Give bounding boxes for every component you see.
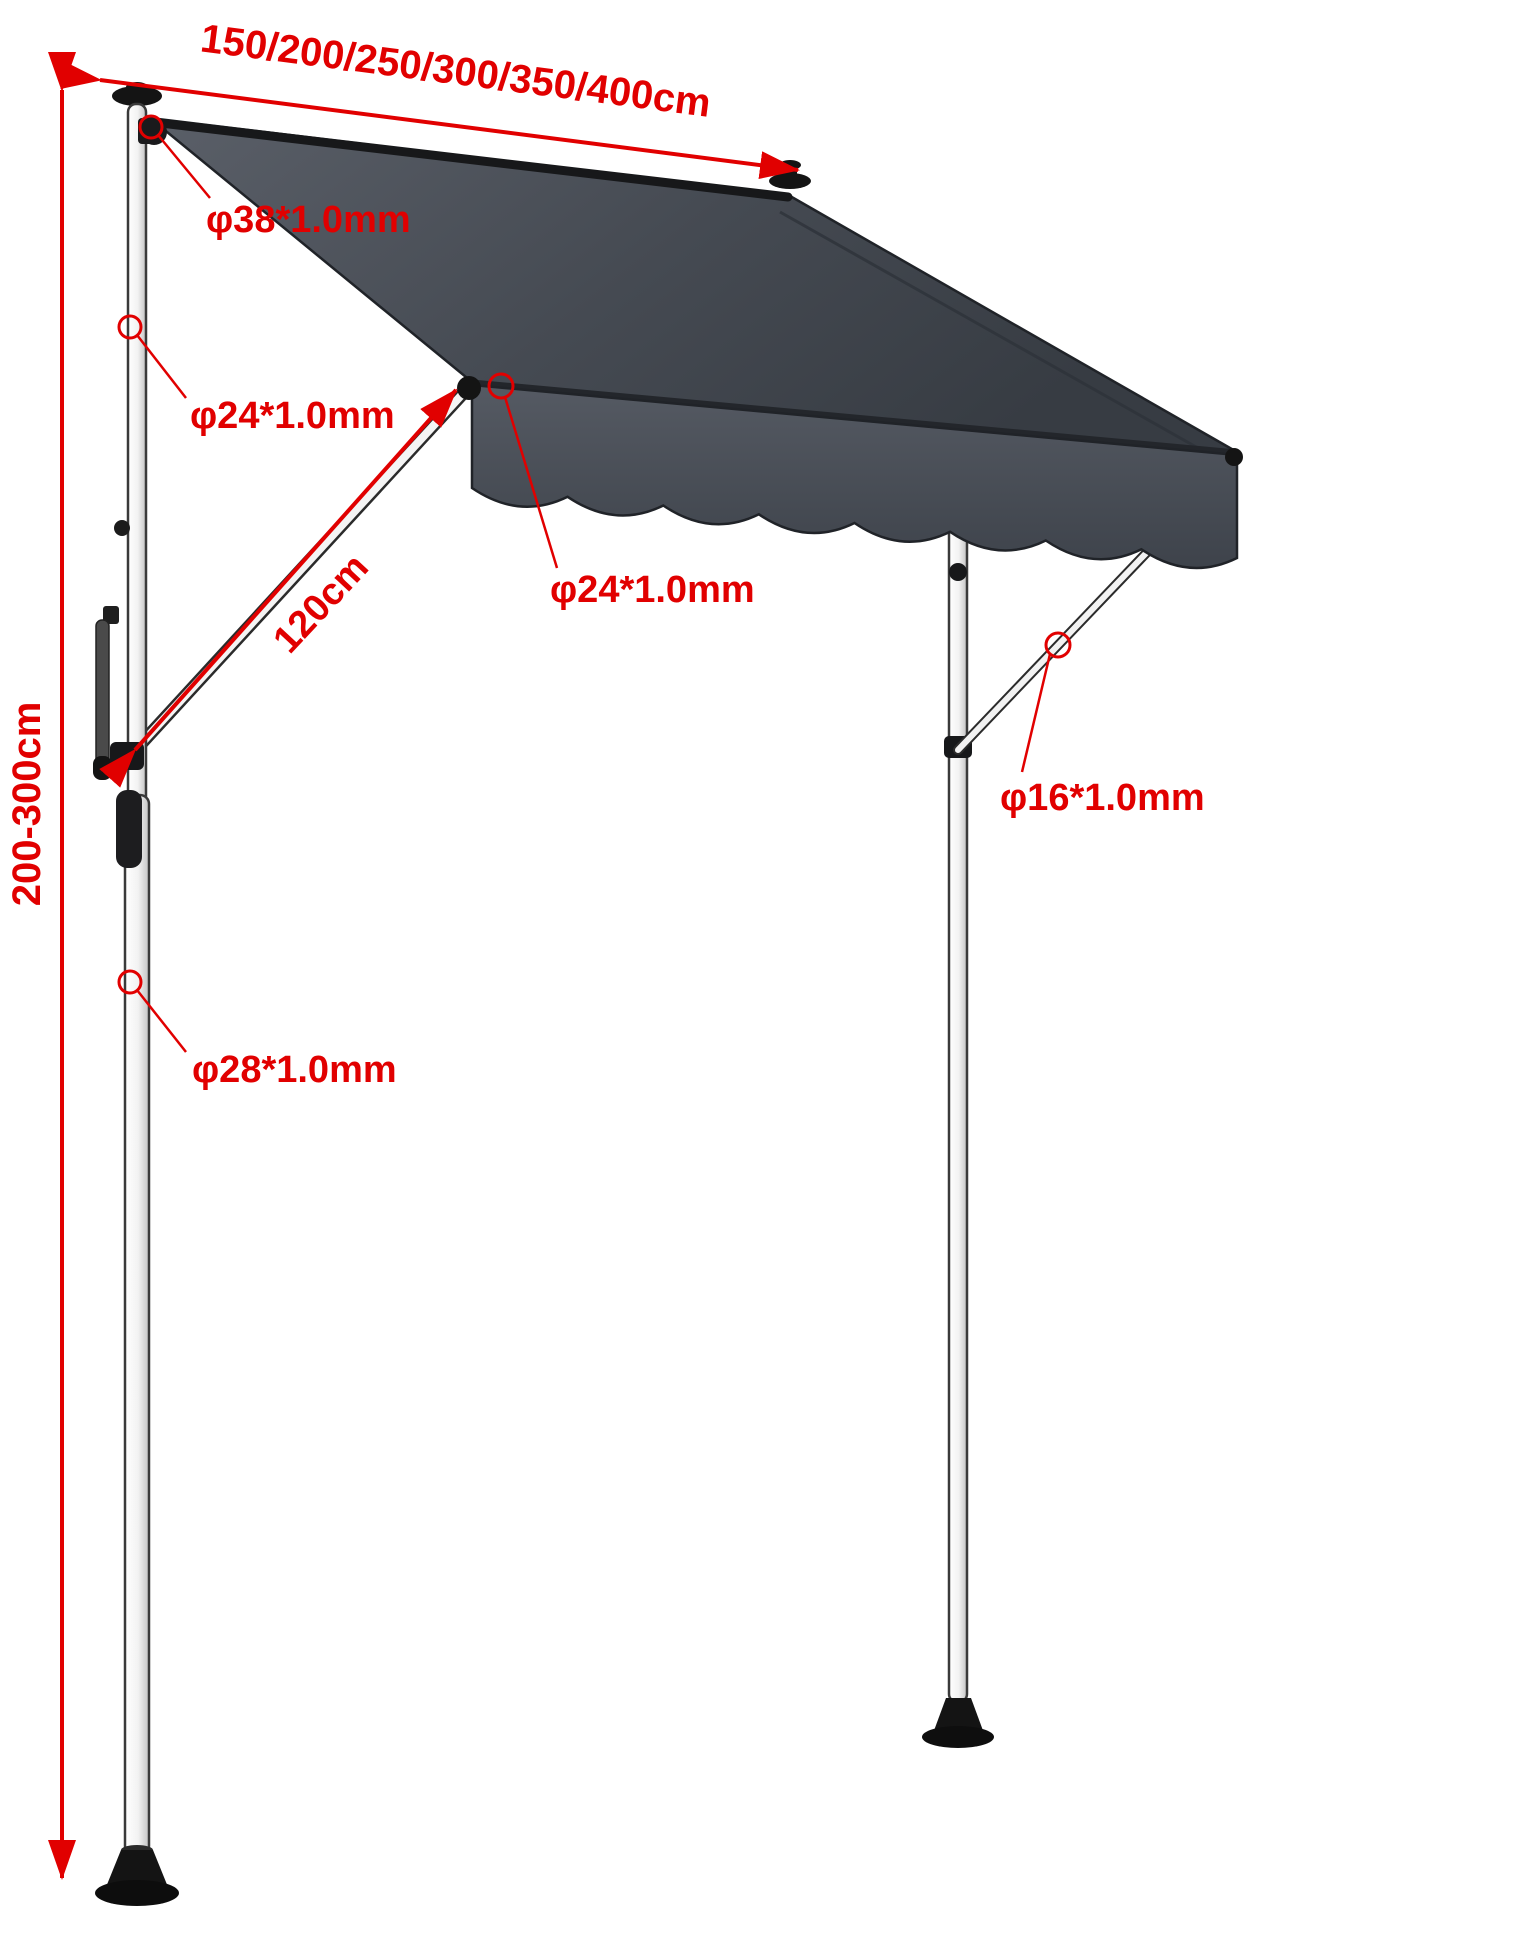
leader-phi16 [1020,653,1052,773]
width-dimension-label: 150/200/250/300/350/400cm [198,16,713,125]
leader-phi24-upper [136,334,187,399]
pole-foot-base [95,1880,179,1906]
pole-adjust-knob [114,520,130,536]
pole-upper-tube [126,102,148,806]
back-bar-knob [769,160,811,189]
back-bar-knob-disc [769,173,811,189]
front-bar-end-cap [1225,448,1243,466]
front-pole-knob [949,563,967,581]
valance [470,383,1239,570]
callout-circle-phi28 [117,969,143,995]
arm-length-dimension-arrow [99,388,458,788]
top-tube-diameter-label: φ38*1.0mm [206,199,411,241]
front-joint-diameter-label: φ24*1.0mm [550,569,755,611]
callout-circle-phi24-upper [117,314,143,340]
arm-length-label: 120cm [266,546,377,661]
crank-handle-tip [93,756,112,780]
arm-elbow-joint [457,376,481,400]
brace-diameter-label: φ16*1.0mm [1000,777,1205,819]
callout-circle-phi16 [1044,631,1072,659]
height-dimension-label: 200-300cm [5,702,49,907]
main-support-pole [93,82,179,1906]
leader-phi38 [157,134,211,199]
front-pole-foot-cone [932,1698,985,1736]
crank-handle [95,619,110,771]
leader-phi28 [136,989,187,1053]
canopy-front-bar [471,379,1238,455]
pole-grip-sleeve [116,790,142,868]
lower-pole-diameter-label: φ28*1.0mm [192,1049,397,1091]
leader-phi24-front [503,396,559,569]
front-pole-tube [947,426,969,1704]
callout-circle-phi24-front [487,372,515,400]
width-dimension-arrow [60,61,800,180]
upper-pole-diameter-label: φ24*1.0mm [190,395,395,437]
front-support-pole [922,426,994,1748]
callout-circle-phi38 [138,114,164,140]
pole-lower-tube [123,793,151,1857]
front-pole-foot-base [922,1726,994,1748]
canopy-side-seam [779,210,1206,454]
